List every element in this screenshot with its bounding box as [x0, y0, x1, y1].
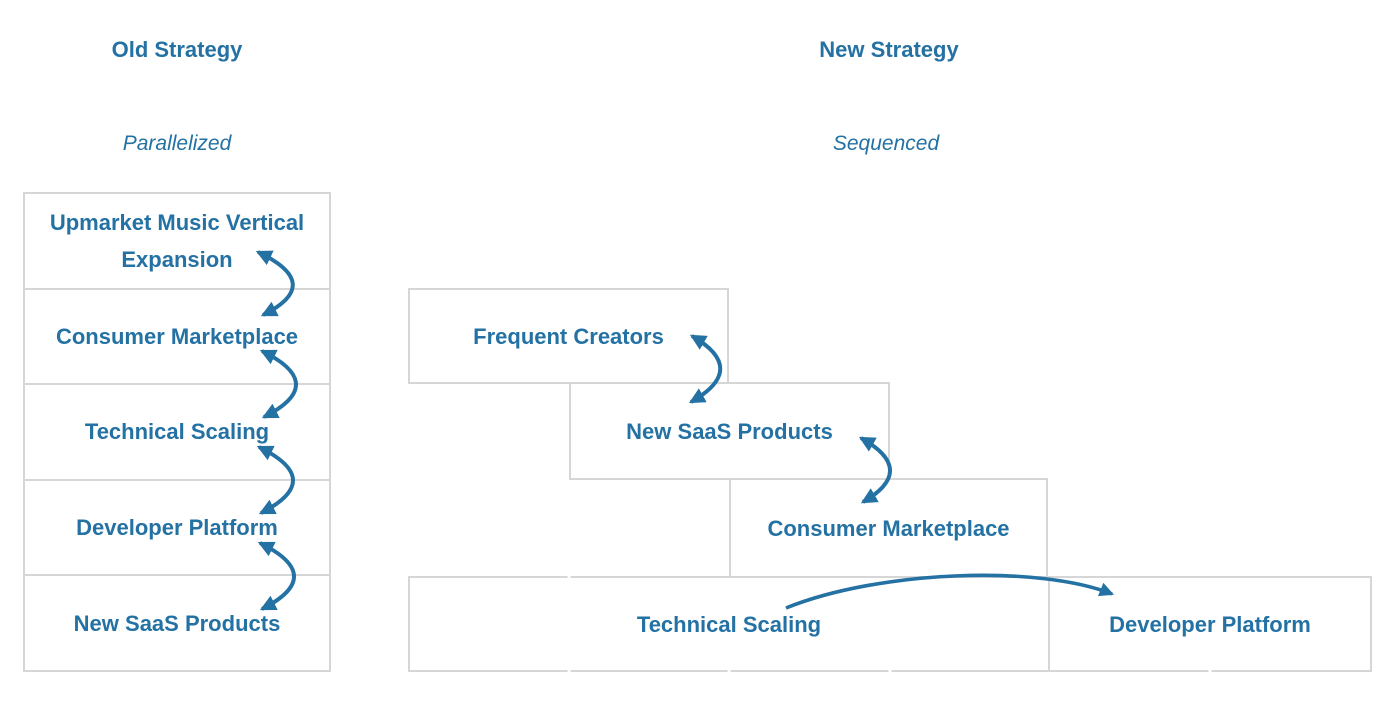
new-box-label: Frequent Creators	[473, 323, 664, 349]
old-box-consumer-marketplace: Consumer Marketplace	[25, 287, 329, 384]
new-strategy-subtitle: Sequenced	[832, 132, 940, 155]
old-box-new-saas-products: New SaaS Products	[25, 574, 329, 670]
new-box-label: Consumer Marketplace	[767, 515, 1010, 541]
new-box-new-saas-products: New SaaS Products	[569, 382, 890, 480]
new-box-label: Technical Scaling	[636, 611, 822, 637]
old-box-label: Consumer Marketplace	[55, 323, 299, 349]
old-box-label: Upmarket Music Vertical Expansion	[49, 209, 305, 272]
old-box-developer-platform: Developer Platform	[25, 478, 329, 575]
old-box-label: Developer Platform	[76, 515, 278, 541]
new-box-consumer-marketplace: Consumer Marketplace	[729, 478, 1048, 578]
old-box-upmarket-music-vertical-expansion: Upmarket Music Vertical Expansion	[25, 194, 329, 288]
old-strategy-title: Old Strategy	[111, 37, 243, 62]
new-box-label: Developer Platform	[1109, 611, 1311, 637]
old-box-label: New SaaS Products	[73, 610, 281, 636]
new-strategy-bottom-row: Technical Scaling Developer Platform	[408, 576, 1372, 672]
old-strategy-subtitle: Parallelized	[122, 132, 232, 155]
old-box-label: Technical Scaling	[84, 419, 270, 445]
new-box-technical-scaling: Technical Scaling	[410, 578, 1048, 670]
old-box-technical-scaling: Technical Scaling	[25, 383, 329, 479]
new-box-frequent-creators: Frequent Creators	[408, 288, 729, 384]
old-strategy-stack: Upmarket Music Vertical Expansion Consum…	[23, 192, 331, 672]
new-strategy-title: New Strategy	[819, 37, 959, 62]
new-box-developer-platform: Developer Platform	[1048, 578, 1370, 670]
new-box-label: New SaaS Products	[626, 418, 833, 444]
